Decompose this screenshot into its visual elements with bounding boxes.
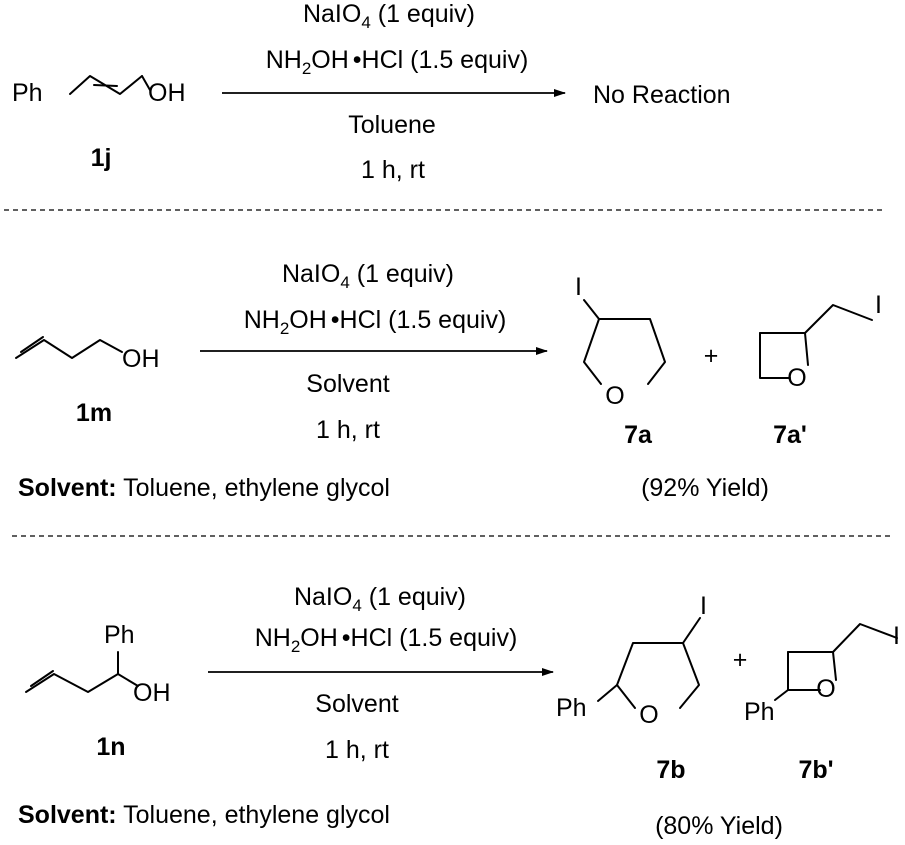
bond-to-phenyl [774, 689, 789, 701]
reagent-hydroxylamine: NH2OH•HCl (1.5 equiv) [266, 46, 529, 78]
phenyl-label: Ph [556, 694, 587, 722]
reagent-naio4: NaIO4 (1 equiv) [303, 0, 475, 32]
reaction-2: OH 1m NaIO4 (1 equiv) NH2OH•HCl (1.5 equ… [15, 260, 882, 502]
reagent-hydroxylamine: NH2OH•HCl (1.5 equiv) [255, 624, 518, 656]
compound-id-1m: 1m [76, 399, 112, 427]
oxygen-label: O [787, 364, 806, 392]
reactant-1m-structure: OH [15, 336, 160, 373]
yield-text: (80% Yield) [655, 812, 783, 840]
hydroxyl-label: OH [122, 345, 160, 373]
solvent-label: Toluene [348, 111, 436, 139]
bond-to-oh [141, 75, 151, 91]
product-7b-structure: I O Ph [556, 592, 707, 729]
ring-bonds-left [787, 651, 821, 691]
compound-id-7b: 7b [656, 756, 685, 784]
solvent-label: Solvent [306, 370, 389, 398]
plus-sign: + [704, 342, 719, 370]
oxygen-label: O [639, 701, 658, 729]
yield-text: (92% Yield) [641, 474, 769, 502]
phenyl-label: Ph [104, 621, 135, 649]
bond-chain [15, 339, 123, 359]
iodomethyl-bonds [832, 623, 898, 653]
iodine-label: I [875, 291, 882, 319]
phenyl-label: Ph [12, 79, 43, 107]
product-7b-prime-structure: O I Ph [744, 622, 900, 726]
time-temp-label: 1 h, rt [361, 156, 425, 184]
reagent-naio4: NaIO4 (1 equiv) [294, 583, 466, 615]
compound-id-1j: 1j [91, 144, 112, 172]
ring-bonds-left [616, 642, 684, 709]
reaction-3: Ph OH 1n NaIO4 (1 equiv) NH2OH•HCl (1.5 … [18, 583, 900, 840]
reagent-naio4: NaIO4 (1 equiv) [282, 260, 454, 292]
ring-bonds-right [679, 642, 700, 709]
oxygen-label: O [816, 675, 835, 703]
reaction-1: Ph OH 1j NaIO4 (1 equiv) NH2OH•HCl (1.5 … [12, 0, 731, 184]
bond-to-oh [117, 673, 139, 687]
product-7a-structure: I O [575, 273, 666, 410]
hydroxyl-label: OH [133, 679, 171, 707]
reactant-1j-structure: Ph OH [12, 75, 186, 107]
bond-chain [25, 673, 119, 693]
ring-bonds-right [759, 332, 809, 366]
iodine-label: I [700, 592, 707, 620]
plus-sign: + [733, 646, 748, 674]
reactant-1n-structure: Ph OH [25, 621, 171, 707]
ring-bonds-left [583, 318, 602, 385]
hydroxyl-label: OH [148, 79, 186, 107]
phenyl-label: Ph [744, 698, 775, 726]
compound-id-7b-prime: 7b' [798, 756, 833, 784]
iodine-label: I [893, 622, 900, 650]
iodine-label: I [575, 273, 582, 301]
reagent-hydroxylamine: NH2OH•HCl (1.5 equiv) [244, 306, 507, 338]
solvent-note: Solvent: Toluene, ethylene glycol [18, 801, 390, 829]
double-bond-line [30, 670, 54, 687]
solvent-note: Solvent: Toluene, ethylene glycol [18, 474, 390, 502]
compound-id-7a-prime: 7a' [773, 421, 807, 449]
compound-id-1n: 1n [96, 733, 125, 761]
double-bond-line [93, 84, 118, 87]
bond-to-iodine [682, 617, 701, 644]
time-temp-label: 1 h, rt [316, 416, 380, 444]
ring-bonds-right [583, 299, 666, 385]
time-temp-label: 1 h, rt [325, 736, 389, 764]
oxygen-label: O [605, 382, 624, 410]
no-reaction-text: No Reaction [593, 81, 731, 109]
double-bond-line [20, 336, 44, 353]
ring-bonds-left [759, 332, 791, 379]
product-7a-prime-structure: O I [759, 291, 882, 392]
solvent-label: Solvent [315, 690, 398, 718]
bond-to-phenyl [597, 684, 618, 702]
compound-id-7a: 7a [624, 421, 653, 449]
iodomethyl-bonds [804, 304, 873, 334]
